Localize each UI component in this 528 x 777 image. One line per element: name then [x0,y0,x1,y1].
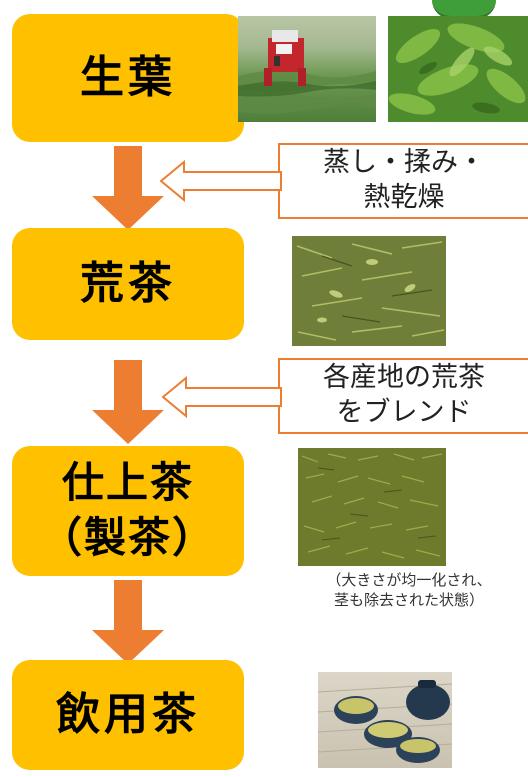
photo-tea-set [318,672,452,768]
process-callout-blending: 各産地の荒茶 をブレンド [278,358,528,434]
callout-arrow-blending [162,376,282,418]
process-steaming-line2: 熱乾燥 [363,182,445,213]
photo-tea-harvester [238,16,376,122]
stage-crude-tea: 荒茶 [12,228,244,340]
flow-arrow-3 [92,580,164,664]
stage-finished-tea: 仕上茶 （製茶） [12,446,244,576]
flow-arrow-1 [92,146,164,230]
photo-finished-tea [298,448,446,566]
process-steaming-line1: 蒸し・揉み・ [323,147,485,179]
process-blending-line1: 各産地の荒茶 [323,362,485,394]
stage-label-processed-tea: （製茶） [39,513,216,562]
stage-label-finished-tea: 仕上茶 [61,458,194,508]
process-blending-line2: をブレンド [336,397,472,428]
process-callout-steaming: 蒸し・揉み・ 熱乾燥 [278,143,528,219]
finished-tea-caption: （大きさが均一化され、 茎も除去された状態） [290,570,528,611]
caption-line1: （大きさが均一化され、 [326,571,492,589]
caption-line2: 茎も除去された状態） [333,591,484,610]
stage-fresh-leaves: 生葉 [12,14,244,142]
stage-drinking-tea: 飲用茶 [12,660,244,770]
photo-crude-tea [292,236,446,346]
stage-label-crude-tea: 荒茶 [80,258,176,310]
flow-arrow-2 [92,360,164,444]
stage-label-drinking-tea: 飲用茶 [56,689,200,741]
photo-tea-leaves [388,16,528,122]
callout-arrow-steaming [160,160,282,202]
stage-label-fresh-leaves: 生葉 [80,52,176,104]
